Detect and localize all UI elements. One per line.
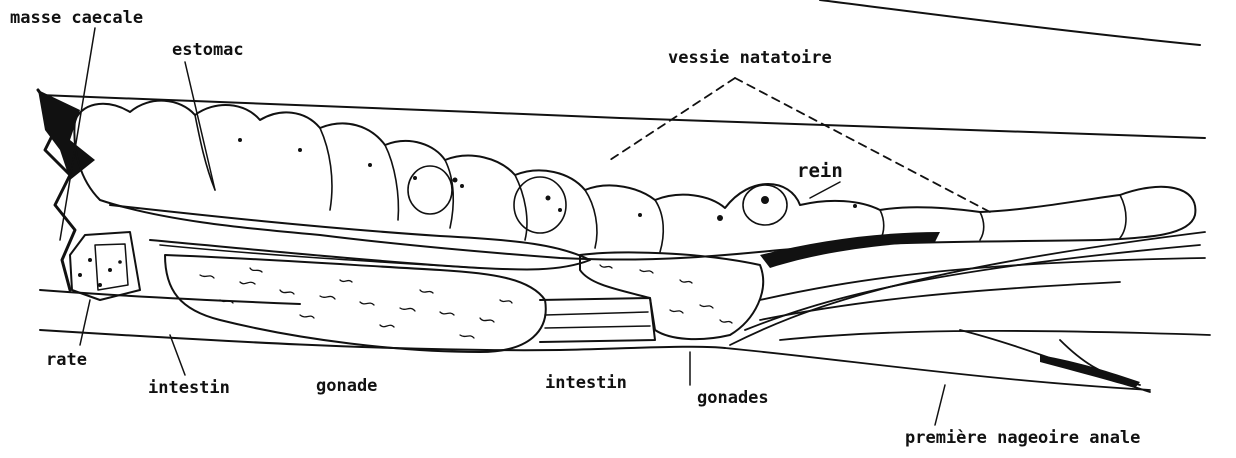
leader-premiere-nageoire [935,385,945,425]
leader-rate [80,300,90,345]
caecal-mass [70,232,140,300]
label-gonades: gonades [697,390,769,407]
gonad [165,255,546,352]
dorsal-outline [820,0,1200,45]
intestine-right [540,298,655,342]
body-top-outline [40,95,1205,138]
label-intestin-left: intestin [148,380,230,397]
swim-bladder-leaders [610,78,990,212]
leader-rein [810,182,840,198]
swim-bladder-lobes [195,115,1126,252]
label-rate: rate [46,352,87,369]
label-intestin-right: intestin [545,375,627,392]
label-masse-caecale: masse caecale [10,10,143,27]
caecal-stipple [78,258,122,287]
kidney [760,232,940,268]
label-premiere-nageoire-anale: première nageoire anale [905,430,1140,447]
label-vessie-natatoire: vessie natatoire [668,50,832,67]
label-estomac: estomac [172,42,244,59]
leader-lines [60,28,945,425]
label-gonade: gonade [316,378,377,395]
swim-bladder [74,101,1195,260]
left-dark-mass [38,90,95,180]
leader-estomac [185,62,215,190]
gonad-texture [200,268,512,338]
intestine-right-inner [545,312,650,328]
gonads-texture [600,265,732,323]
leader-intestin-left [170,335,185,375]
label-rein: rein [797,162,843,181]
